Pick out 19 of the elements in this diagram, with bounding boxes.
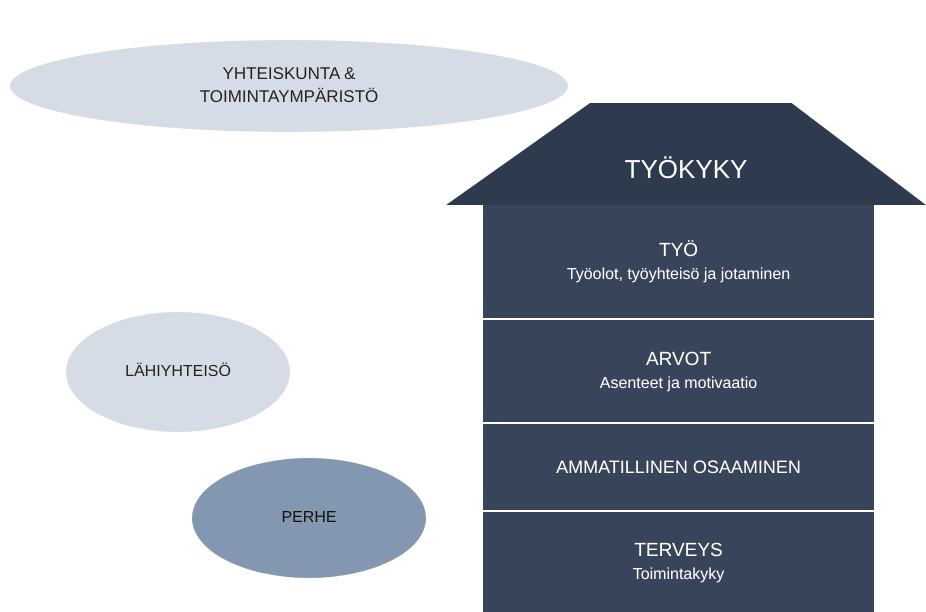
- society-ellipse: [10, 40, 568, 132]
- node-subtitle: Asenteet ja motivaatio: [600, 375, 758, 393]
- floor-block: [483, 424, 874, 510]
- floor-block: [483, 320, 874, 422]
- floor-block: [483, 512, 874, 612]
- node-title: LÄHIYHTEISÖ: [125, 363, 231, 381]
- node-title: TERVEYS: [634, 540, 723, 562]
- node-title: TYÖ: [658, 240, 698, 262]
- node-title: TYÖKYKY: [624, 154, 748, 184]
- node-title: YHTEISKUNTA & TOIMINTAYMPÄRISTÖ: [198, 63, 380, 108]
- community-ellipse: [66, 312, 290, 432]
- node-subtitle: Työolot, työyhteisö ja jotaminen: [566, 266, 790, 284]
- floor-block: [483, 205, 874, 318]
- node-title: AMMATILLINEN OSAAMINEN: [556, 456, 801, 478]
- family-ellipse: [192, 458, 426, 578]
- roof-shape: [446, 103, 926, 205]
- node-title: ARVOT: [646, 349, 712, 371]
- node-subtitle: Toimintakyky: [632, 566, 724, 584]
- node-title: PERHE: [281, 509, 337, 527]
